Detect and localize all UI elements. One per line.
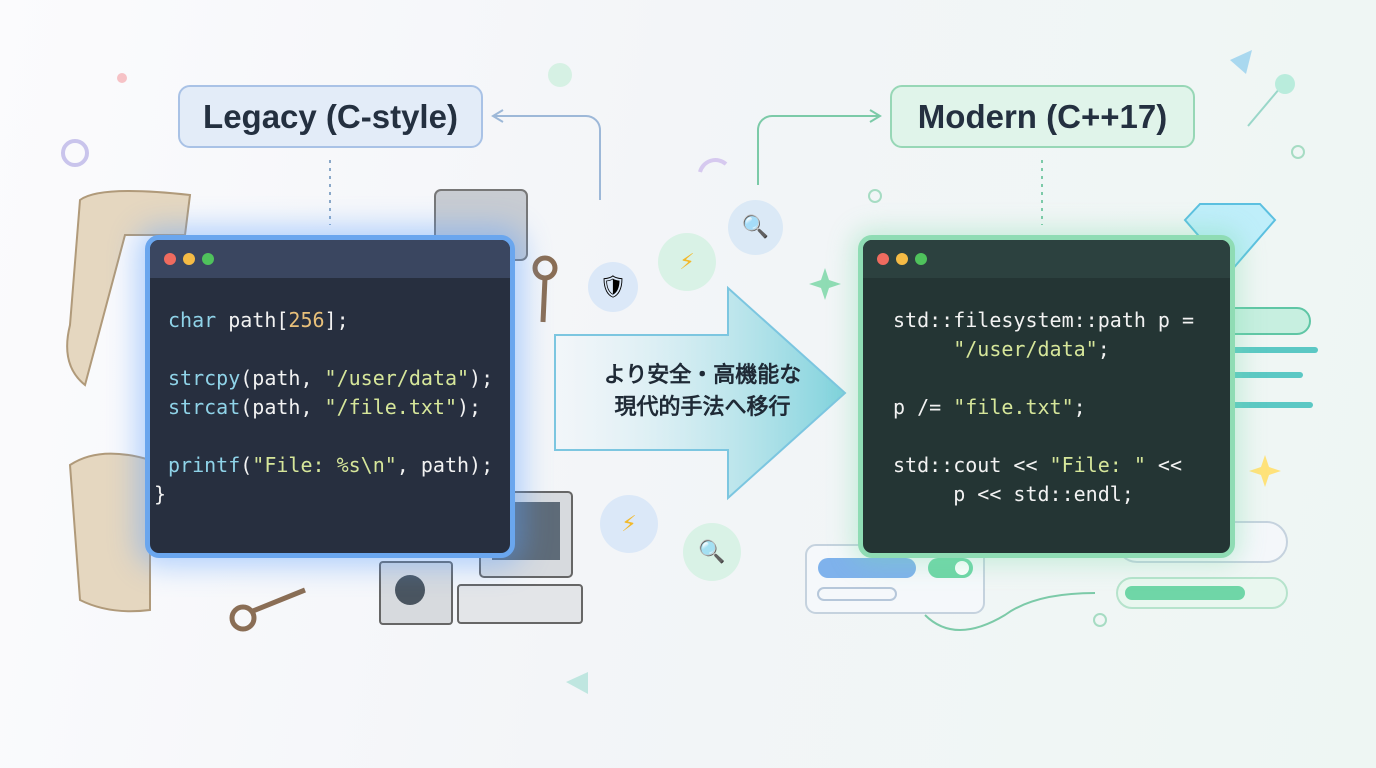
window-titlebar bbox=[150, 240, 510, 278]
legacy-code-window: char path[256];strcpy(path, "/user/data"… bbox=[145, 235, 515, 558]
window-titlebar bbox=[863, 240, 1230, 278]
sparkle-icon bbox=[809, 268, 841, 300]
code-token: ]; bbox=[324, 308, 349, 332]
code-token: char bbox=[168, 308, 217, 332]
code-token: "File: %s\n" bbox=[252, 453, 397, 477]
code-line: strcat(path, "/file.txt"); bbox=[168, 393, 510, 422]
shield-icon: 🛡 bbox=[588, 262, 638, 312]
code-line bbox=[893, 364, 1230, 393]
lightning-icon: ⚡ bbox=[600, 495, 658, 553]
arrow-caption: より安全・高機能な 現代的手法へ移行 bbox=[560, 360, 845, 424]
code-token: , path); bbox=[396, 453, 494, 477]
code-line: std::filesystem::path p = bbox=[893, 306, 1230, 335]
code-token: "/user/data" bbox=[953, 337, 1098, 361]
code-line: } bbox=[154, 480, 510, 509]
code-line: "/user/data"; bbox=[893, 335, 1230, 364]
ring-decoration bbox=[61, 139, 89, 167]
triangle-decoration bbox=[1230, 50, 1252, 74]
code-token: ; bbox=[1073, 395, 1086, 419]
minimize-dot bbox=[896, 253, 908, 265]
key-icon bbox=[532, 255, 558, 323]
code-token: ; bbox=[1097, 337, 1110, 361]
code-token: std::cout << bbox=[893, 453, 1050, 477]
code-token bbox=[893, 337, 953, 361]
code-token: "file.txt" bbox=[953, 395, 1074, 419]
dot-decoration bbox=[548, 63, 572, 87]
close-dot bbox=[164, 253, 176, 265]
code-token: ); bbox=[457, 395, 482, 419]
dot-decoration bbox=[117, 73, 127, 83]
legacy-label: Legacy (C-style) bbox=[178, 85, 483, 148]
code-token: "/file.txt" bbox=[324, 395, 457, 419]
maximize-dot bbox=[202, 253, 214, 265]
code-token: path[ bbox=[216, 308, 289, 332]
minimize-dot bbox=[183, 253, 195, 265]
code-token: ); bbox=[469, 366, 494, 390]
connector-arrow bbox=[757, 115, 878, 185]
code-token: p /= bbox=[893, 395, 954, 419]
code-token: strcat bbox=[168, 395, 241, 419]
code-line bbox=[168, 422, 510, 451]
code-line: char path[256]; bbox=[168, 306, 510, 335]
code-line: printf("File: %s\n", path); bbox=[168, 451, 510, 480]
code-line bbox=[168, 335, 510, 364]
code-token: "File: " bbox=[1049, 453, 1146, 477]
code-line: p << std::endl; bbox=[893, 480, 1230, 509]
scroll-icon bbox=[68, 452, 151, 613]
arc-decoration bbox=[698, 158, 728, 173]
key-icon bbox=[229, 587, 306, 632]
sparkle-icon bbox=[1249, 455, 1281, 487]
code-line bbox=[893, 422, 1230, 451]
code-token: printf bbox=[168, 453, 241, 477]
code-token: ( bbox=[240, 453, 253, 477]
lightning-icon: ⚡ bbox=[658, 233, 716, 291]
maximize-dot bbox=[915, 253, 927, 265]
code-token: "/user/data" bbox=[324, 366, 470, 390]
close-dot bbox=[877, 253, 889, 265]
arrow-caption-line2: 現代的手法へ移行 bbox=[614, 395, 791, 420]
code-token: } bbox=[154, 482, 167, 506]
modern-code: std::filesystem::path p = "/user/data";p… bbox=[863, 278, 1230, 509]
code-token: (path, bbox=[240, 366, 325, 390]
code-token: strcpy bbox=[168, 366, 241, 390]
code-token: (path, bbox=[240, 395, 325, 419]
code-token: << bbox=[1145, 453, 1182, 477]
arrow-caption-line1: より安全・高機能な bbox=[603, 363, 802, 388]
modern-code-window: std::filesystem::path p = "/user/data";p… bbox=[858, 235, 1235, 558]
search-icon: 🔍 bbox=[683, 523, 741, 581]
modern-label: Modern (C++17) bbox=[890, 85, 1195, 148]
code-token: 256 bbox=[288, 308, 325, 332]
transition-arrow bbox=[554, 285, 847, 501]
code-line: std::cout << "File: " << bbox=[893, 451, 1230, 480]
legacy-code: char path[256];strcpy(path, "/user/data"… bbox=[150, 278, 510, 509]
code-token: std::filesystem::path p = bbox=[893, 308, 1195, 332]
code-line: strcpy(path, "/user/data"); bbox=[168, 364, 510, 393]
code-token: p << std::endl; bbox=[893, 482, 1134, 506]
code-line: p /= "file.txt"; bbox=[893, 393, 1230, 422]
connector-arrow bbox=[495, 115, 601, 200]
triangle-decoration bbox=[566, 672, 588, 694]
search-icon: 🔍 bbox=[728, 200, 783, 255]
